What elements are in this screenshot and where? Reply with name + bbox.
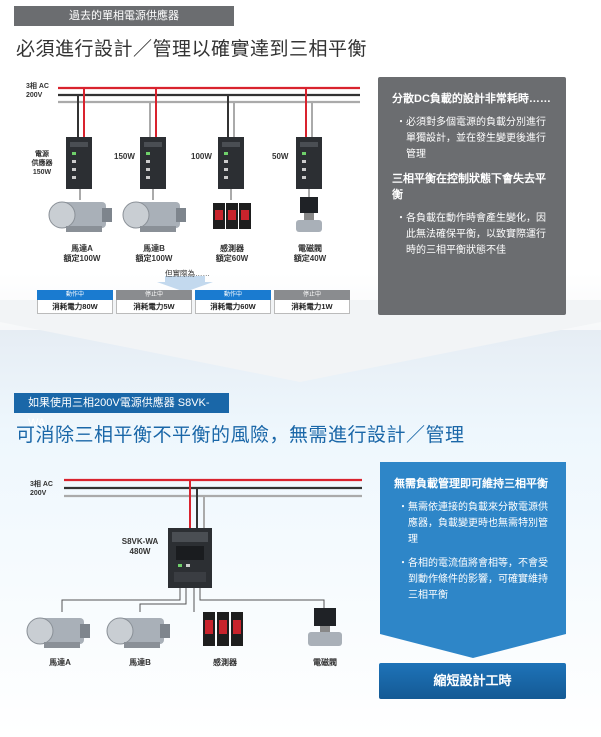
status-cell-3: 動作中 消耗電力60W — [195, 290, 271, 316]
output-wires — [79, 189, 310, 200]
s8vk-psu-icon — [168, 528, 212, 588]
bullet: ・ — [398, 558, 408, 569]
sensor-icon — [213, 203, 251, 229]
load-label-sensor: 感測器 — [213, 658, 237, 667]
bullet: ・ — [396, 117, 406, 128]
sensor-icon — [203, 612, 243, 646]
motor-b-icon — [106, 617, 170, 648]
solenoid-valve-icon — [296, 197, 322, 232]
status-state: 停止中 — [274, 290, 350, 300]
status-state: 停止中 — [116, 290, 192, 300]
psu-unit-2 — [140, 137, 166, 189]
motor-b-icon — [122, 201, 186, 232]
solution-item-1-text: 無需依連接的負載來分散電源供應器，負載變更時也無需特別管理 — [408, 502, 548, 545]
problem-item-2-text: 各負載在動作時會產生變化，因此無法確保平衡，以致實際運行時的三相平衡狀態不佳 — [406, 213, 546, 256]
psu-label-line3: 150W — [32, 169, 52, 176]
load-label-motor-b: 馬達B 額定100W — [132, 244, 176, 264]
status-state: 動作中 — [37, 290, 113, 300]
status-power: 消耗電力1W — [274, 300, 350, 314]
load-label-motor-b: 馬達B — [129, 658, 151, 667]
load-label-motor-a: 馬達A — [49, 658, 71, 667]
problem-panel: 分散DC負載的設計非常耗時…… ・必須對多個電源的負載分別進行單獨設計，並在發生… — [378, 77, 566, 315]
psu-unit-4 — [296, 137, 322, 189]
psu-label-new: S8VK-WA 480W — [118, 537, 162, 557]
solution-item-1: ・無需依連接的負載來分散電源供應器，負載變更時也無需特別管理 — [394, 500, 554, 548]
load-label-solenoid: 電磁閥 額定40W — [288, 244, 332, 264]
load-label-solenoid: 電磁閥 — [313, 658, 337, 667]
ac-voltage-text: 200V — [26, 92, 43, 99]
status-row: 動作中 消耗電力80W 停止中 消耗電力5W 動作中 消耗電力60W 停止中 消… — [37, 290, 351, 316]
psu-model: S8VK-WA — [121, 537, 159, 546]
heading-old: 必須進行設計／管理以確實達到三相平衡 — [16, 39, 368, 60]
load-label-sensor: 感測器 額定60W — [210, 244, 254, 264]
psu-label-line2: 供應器 — [31, 160, 53, 167]
ac-phase-text: 3相 AC — [30, 481, 53, 488]
actual-note: 但實際為…… — [165, 269, 210, 278]
load-name: 馬達B — [143, 244, 165, 253]
psu-label-old: 電源 供應器 150W — [25, 150, 59, 177]
solution-panel: 無需負載管理即可維持三相平衡 ・無需依連接的負載來分散電源供應器，負載變更時也無… — [380, 462, 566, 634]
psu-wattage: 480W — [129, 547, 151, 556]
load-name: 電磁閥 — [298, 244, 322, 253]
psu-wattage-3: 100W — [191, 152, 212, 161]
problem-item-2: ・各負載在動作時會產生變化，因此無法確保平衡，以致實際運行時的三相平衡狀態不佳 — [392, 211, 552, 259]
section-tag-old: 過去的單相電源供應器 — [14, 6, 234, 26]
bullet: ・ — [398, 502, 408, 513]
problem-title-1: 分散DC負載的設計非常耗時…… — [392, 93, 551, 105]
load-rating: 額定100W — [135, 254, 173, 263]
solution-item-2: ・各相的電流值將會相等，不會受到動作條件的影響，可確實維持三相平衡 — [394, 556, 554, 604]
motor-a-icon — [26, 617, 90, 648]
load-label-motor-a: 馬達A 額定100W — [60, 244, 104, 264]
psu-unit-3 — [218, 137, 244, 189]
status-state: 動作中 — [195, 290, 271, 300]
problem-title-2: 三相平衡在控制狀態下會失去平衡 — [392, 173, 546, 201]
status-cell-2: 停止中 消耗電力5W — [116, 290, 192, 316]
ac-label-old: 3相 AC 200V — [26, 82, 49, 100]
bullet: ・ — [396, 213, 406, 224]
solution-item-2-text: 各相的電流值將會相等，不會受到動作條件的影響，可確實維持三相平衡 — [408, 558, 548, 601]
load-distribution-wires — [61, 588, 325, 612]
ac-voltage-text: 200V — [30, 490, 47, 497]
load-name: 感測器 — [220, 244, 244, 253]
psu-unit-1 — [66, 137, 92, 189]
diagram-old — [48, 86, 360, 292]
psu-label-line1: 電源 — [35, 151, 49, 158]
solenoid-valve-icon — [308, 608, 342, 646]
status-power: 消耗電力5W — [116, 300, 192, 314]
psu-wattage-2: 150W — [114, 152, 135, 161]
psu-wattage-4: 50W — [272, 152, 289, 161]
ac-label-new: 3相 AC 200V — [30, 480, 53, 498]
load-rating: 額定100W — [63, 254, 101, 263]
motor-a-icon — [48, 201, 112, 232]
transition-chevron — [0, 300, 601, 382]
load-name: 馬達A — [71, 244, 93, 253]
status-power: 消耗電力80W — [37, 300, 113, 314]
status-power: 消耗電力60W — [195, 300, 271, 314]
section-tag-new: 如果使用三相200V電源供應器 S8VK-WA — [14, 393, 229, 429]
psu-wires — [77, 88, 313, 137]
load-rating: 額定40W — [293, 254, 327, 263]
ac-phase-text: 3相 AC — [26, 83, 49, 90]
problem-item-1-text: 必須對多個電源的負載分別進行單獨設計，並在發生變更後進行管理 — [406, 117, 546, 160]
status-cell-1: 動作中 消耗電力80W — [37, 290, 113, 316]
note-arrow — [157, 276, 213, 292]
solution-title: 無需負載管理即可維持三相平衡 — [394, 478, 548, 490]
diagram-new — [26, 478, 362, 648]
reduce-design-time-banner: 縮短設計工時 — [379, 663, 566, 699]
load-rating: 額定60W — [215, 254, 249, 263]
heading-new: 可消除三相平衡不平衡的風險，無需進行設計／管理 — [16, 425, 465, 446]
problem-item-1: ・必須對多個電源的負載分別進行單獨設計，並在發生變更後進行管理 — [392, 115, 552, 163]
status-cell-4: 停止中 消耗電力1W — [274, 290, 350, 316]
